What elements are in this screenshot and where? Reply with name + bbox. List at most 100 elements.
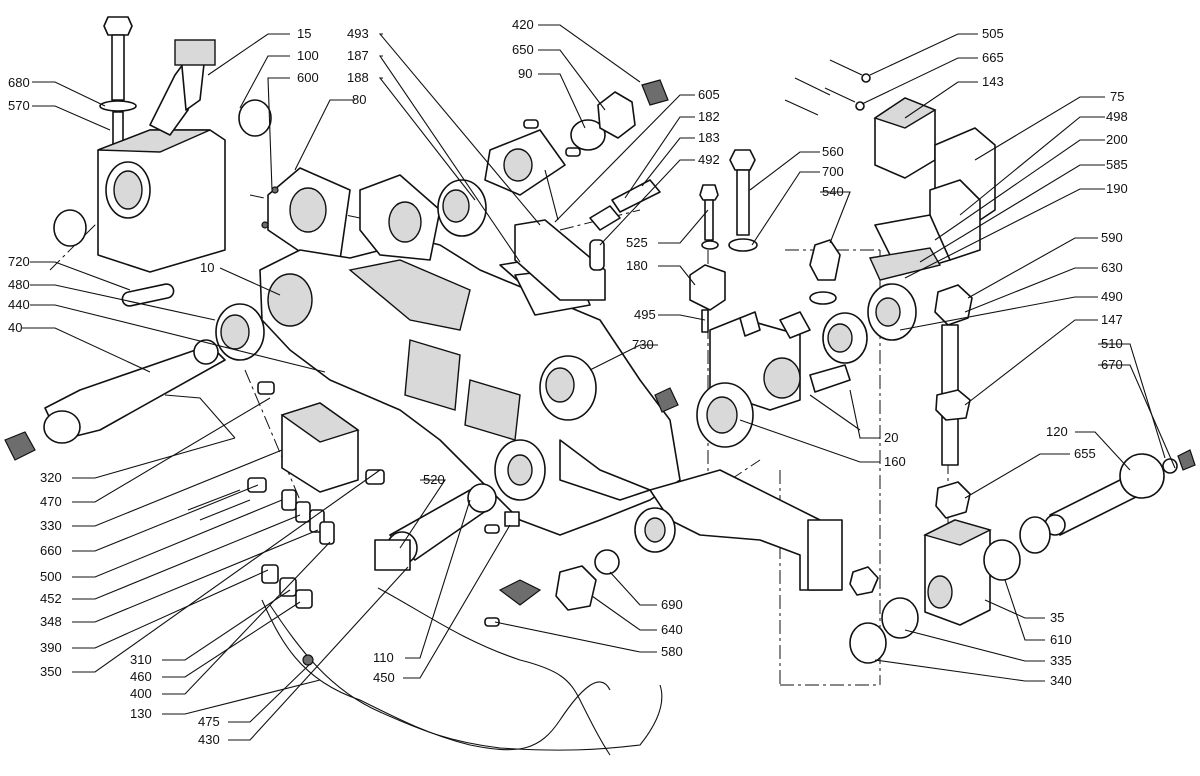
callout-540: 540 — [822, 184, 844, 199]
hose-assembly — [261, 587, 663, 756]
o-rings — [53, 99, 272, 247]
callout-183: 183 — [698, 130, 720, 145]
shaft-40 — [4, 339, 226, 461]
callout-310: 310 — [130, 652, 152, 667]
bolt-block-180 — [689, 184, 726, 333]
callout-labels: 680 570 15 100 600 80 493 187 188 420 65… — [8, 17, 1128, 747]
callout-100: 100 — [297, 48, 319, 63]
callout-188: 188 — [347, 70, 369, 85]
callout-605: 605 — [698, 87, 720, 102]
callout-670: 670 — [1101, 357, 1123, 372]
callout-570: 570 — [8, 98, 30, 113]
callout-490: 490 — [1101, 289, 1123, 304]
callout-498: 498 — [1106, 109, 1128, 124]
callout-420: 420 — [512, 17, 534, 32]
washers-lower-right — [849, 516, 1051, 664]
callout-20: 20 — [884, 430, 898, 445]
callout-40: 40 — [8, 320, 22, 335]
callout-15: 15 — [297, 26, 311, 41]
callout-493: 493 — [347, 26, 369, 41]
callout-690: 690 — [661, 597, 683, 612]
bolts-560-540 — [728, 149, 841, 305]
callout-160: 160 — [884, 454, 906, 469]
callout-560: 560 — [822, 144, 844, 159]
callout-350: 350 — [40, 664, 62, 679]
callout-75: 75 — [1110, 89, 1124, 104]
callout-330: 330 — [40, 518, 62, 533]
callout-460: 460 — [130, 669, 152, 684]
callout-640: 640 — [661, 622, 683, 637]
callout-510: 510 — [1101, 336, 1123, 351]
housing-15 — [97, 39, 226, 273]
fitting-cluster — [187, 381, 385, 609]
callout-480: 480 — [8, 277, 30, 292]
callout-190: 190 — [1106, 181, 1128, 196]
bearing-490 — [822, 283, 917, 364]
bearing-440 — [215, 303, 265, 361]
callout-35: 35 — [1050, 610, 1064, 625]
callout-335: 335 — [1050, 653, 1072, 668]
bearing-188 — [437, 179, 487, 237]
callout-182: 182 — [698, 109, 720, 124]
callout-680: 680 — [8, 75, 30, 90]
top-right-housings — [868, 97, 996, 281]
callout-470: 470 — [40, 494, 62, 509]
callout-475: 475 — [198, 714, 220, 729]
callout-430: 430 — [198, 732, 220, 747]
callout-143: 143 — [982, 74, 1004, 89]
callout-440: 440 — [8, 297, 30, 312]
callout-495: 495 — [634, 307, 656, 322]
callout-590: 590 — [1101, 230, 1123, 245]
callout-90: 90 — [518, 66, 532, 81]
callout-450: 450 — [373, 670, 395, 685]
callout-520: 520 — [423, 472, 445, 487]
main-frame-10 — [259, 174, 843, 591]
callout-505: 505 — [982, 26, 1004, 41]
callout-320: 320 — [40, 470, 62, 485]
callout-650: 650 — [512, 42, 534, 57]
callout-348: 348 — [40, 614, 62, 629]
bolt-680 — [99, 16, 137, 148]
callout-147: 147 — [1101, 312, 1123, 327]
callout-180: 180 — [626, 258, 648, 273]
callout-400: 400 — [130, 686, 152, 701]
callout-452: 452 — [40, 591, 62, 606]
bushing-730 — [539, 355, 597, 421]
pins-182-183 — [544, 169, 661, 271]
key-720 — [121, 283, 175, 307]
flange-plate-80 — [261, 167, 351, 261]
cylinder-520 — [374, 483, 497, 571]
manifold-block-470 — [280, 402, 360, 493]
callout-585: 585 — [1106, 157, 1128, 172]
callout-110: 110 — [373, 650, 394, 665]
rod-147 — [934, 284, 973, 519]
top-center-parts — [484, 79, 669, 316]
leader-lines — [22, 24, 1176, 741]
callout-600: 600 — [297, 70, 319, 85]
callout-630: 630 — [1101, 260, 1123, 275]
callout-720: 720 — [8, 254, 30, 269]
callout-730: 730 — [632, 337, 654, 352]
wire-320 — [164, 394, 236, 439]
callout-492: 492 — [698, 152, 720, 167]
callout-665: 665 — [982, 50, 1004, 65]
callout-660: 660 — [40, 543, 62, 558]
callout-655: 655 — [1074, 446, 1096, 461]
callout-340: 340 — [1050, 673, 1072, 688]
callout-10: 10 — [200, 260, 214, 275]
callout-500: 500 — [40, 569, 62, 584]
callout-390: 390 — [40, 640, 62, 655]
callout-525: 525 — [626, 235, 648, 250]
callout-200: 200 — [1106, 132, 1128, 147]
callout-580: 580 — [661, 644, 683, 659]
body-35 — [923, 519, 992, 626]
callout-130: 130 — [130, 706, 152, 721]
callout-80: 80 — [352, 92, 366, 107]
callout-120: 120 — [1046, 424, 1068, 439]
lower-fittings — [484, 511, 620, 627]
flange-160 — [654, 382, 754, 448]
shaft-120 — [1044, 449, 1196, 536]
screws-505-665 — [784, 59, 871, 116]
